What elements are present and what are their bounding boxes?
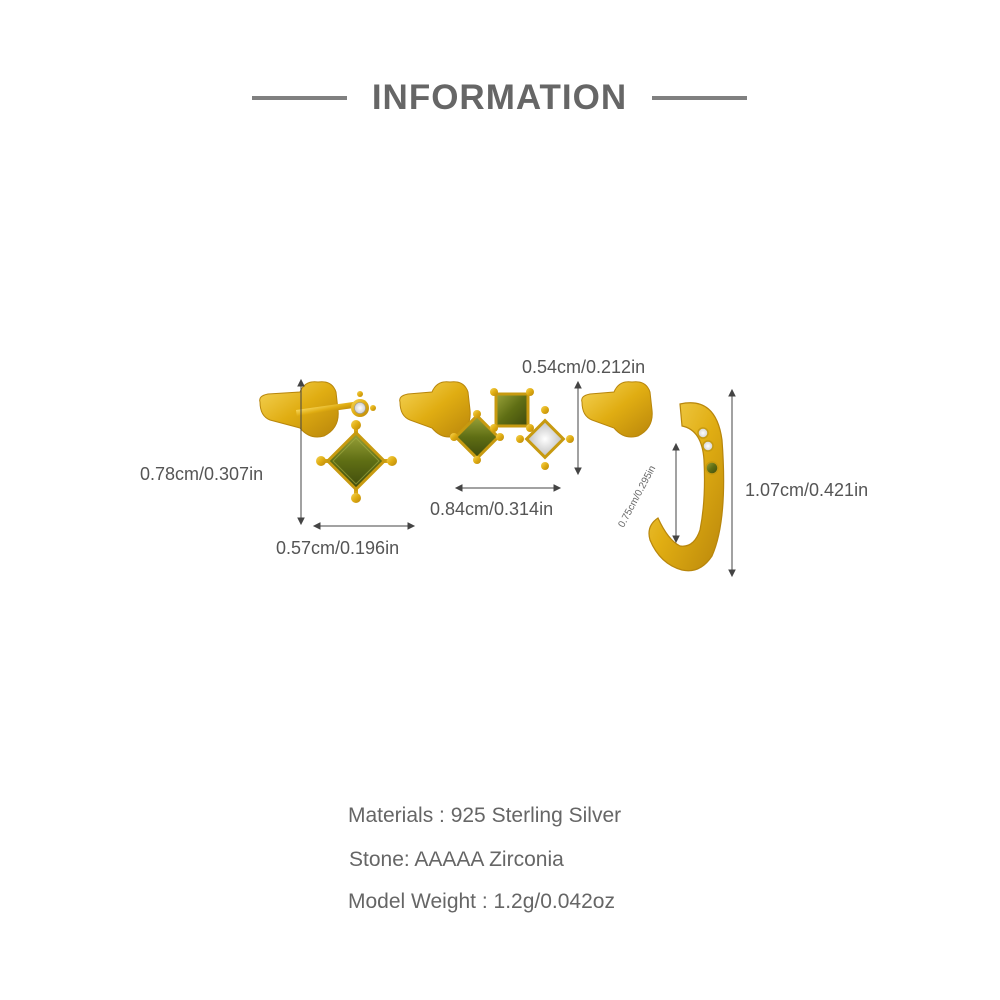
weight-spec: Model Weight : 1.2g/0.042oz [348,890,615,913]
green-stone-top [490,388,534,432]
hoop-height-label: 1.07cm/0.421in [745,480,869,500]
green-stone-left [450,410,504,464]
dimension-lines [297,378,736,578]
earring-square-stud [259,381,397,503]
heading-rule-left [252,96,347,100]
cluster-width-label: 0.84cm/0.314in [430,499,554,519]
cluster-height-label: 0.54cm/0.212in [522,357,646,377]
green-stone-square [316,420,397,503]
stud-height-label: 0.78cm/0.307in [140,464,264,484]
white-stone-small [351,391,376,417]
stone-spec: Stone: AAAAA Zirconia [349,848,564,871]
earring-hoop [581,381,725,572]
white-stone-cluster [516,406,574,470]
stud-width-label: 0.57cm/0.196in [276,538,400,558]
section-heading: INFORMATION [0,76,1000,120]
heading-rule-right [652,96,747,100]
earring-cluster-stud [399,381,574,470]
materials-spec: Materials : 925 Sterling Silver [348,804,622,827]
heading-title: INFORMATION [371,78,628,117]
